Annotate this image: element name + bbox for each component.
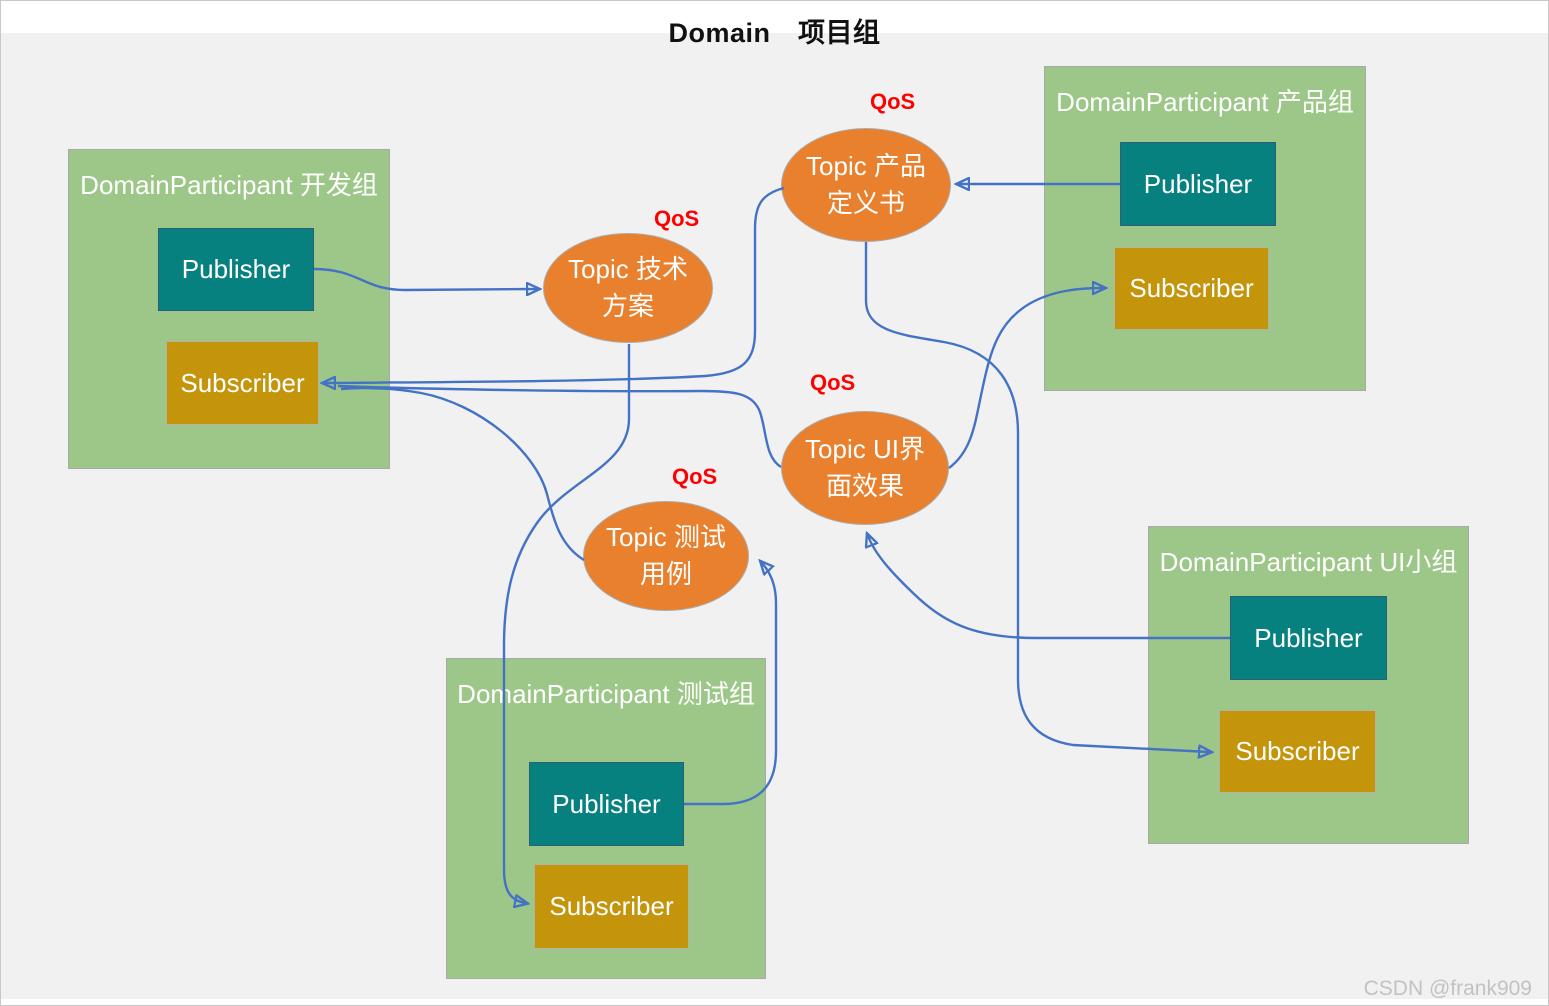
topic-tech: Topic 技术方案 bbox=[543, 233, 713, 343]
watermark: CSDN @frank909 bbox=[1363, 977, 1532, 1000]
subscriber-test-label: Subscriber bbox=[549, 891, 674, 921]
bottom-strip bbox=[1, 999, 1548, 1005]
top-strip bbox=[1, 1, 1548, 33]
subscriber-ui: Subscriber bbox=[1219, 710, 1376, 793]
topic-test-line2: 用例 bbox=[639, 559, 692, 589]
topic-ui-line1: Topic UI界 bbox=[805, 434, 925, 465]
qos-label-proddef: QoS bbox=[870, 89, 916, 114]
topic-test-label: Topic 测试用例 bbox=[606, 519, 726, 593]
topic-proddef-label: Topic 产品定义书 bbox=[806, 148, 926, 222]
edge-topic-ui-to-dev-subscriber bbox=[337, 384, 782, 469]
group-title-ui: DomainParticipant UI小组 bbox=[1159, 547, 1458, 577]
publisher-test: Publisher bbox=[529, 762, 684, 846]
publisher-test-label: Publisher bbox=[552, 788, 661, 819]
publisher-dev-label: Publisher bbox=[181, 254, 291, 284]
subscriber-dev-label: Subscriber bbox=[180, 367, 305, 398]
group-title-prod: DomainParticipant 产品组 bbox=[1056, 87, 1354, 117]
topic-proddef-line1: Topic 产品 bbox=[806, 151, 926, 182]
topic-test-line1: Topic 测试 bbox=[606, 522, 726, 553]
topic-proddef: Topic 产品定义书 bbox=[781, 128, 951, 242]
qos-label-ui: QoS bbox=[810, 370, 856, 395]
topic-tech-line2: 方案 bbox=[601, 291, 654, 321]
page-title: Domain 项目组 bbox=[668, 18, 881, 48]
subscriber-ui-label: Subscriber bbox=[1235, 736, 1360, 766]
subscriber-dev: Subscriber bbox=[166, 341, 319, 425]
topic-tech-line1: Topic 技术 bbox=[568, 254, 688, 285]
publisher-ui-label: Publisher bbox=[1254, 622, 1363, 653]
group-title-dev: DomainParticipant 开发组 bbox=[80, 170, 378, 200]
topic-test: Topic 测试用例 bbox=[583, 501, 749, 611]
subscriber-prod: Subscriber bbox=[1114, 247, 1269, 330]
topic-tech-label: Topic 技术方案 bbox=[568, 251, 688, 325]
publisher-dev: Publisher bbox=[158, 228, 314, 311]
topic-ui: Topic UI界面效果 bbox=[781, 411, 949, 525]
group-title-test: DomainParticipant 测试组 bbox=[457, 679, 755, 709]
qos-label-tech: QoS bbox=[654, 206, 700, 231]
qos-label-test: QoS bbox=[672, 464, 718, 489]
publisher-prod: Publisher bbox=[1120, 142, 1276, 226]
subscriber-prod-label: Subscriber bbox=[1129, 273, 1254, 303]
topic-ui-label: Topic UI界面效果 bbox=[805, 431, 925, 505]
topic-proddef-line2: 定义书 bbox=[826, 188, 905, 218]
subscriber-test: Subscriber bbox=[534, 864, 689, 949]
topic-ui-line2: 面效果 bbox=[825, 471, 904, 501]
publisher-prod-label: Publisher bbox=[1143, 168, 1253, 199]
group-prod: DomainParticipant 产品组 bbox=[1044, 66, 1366, 391]
publisher-ui: Publisher bbox=[1230, 596, 1387, 680]
group-ui: DomainParticipant UI小组 bbox=[1148, 526, 1469, 844]
